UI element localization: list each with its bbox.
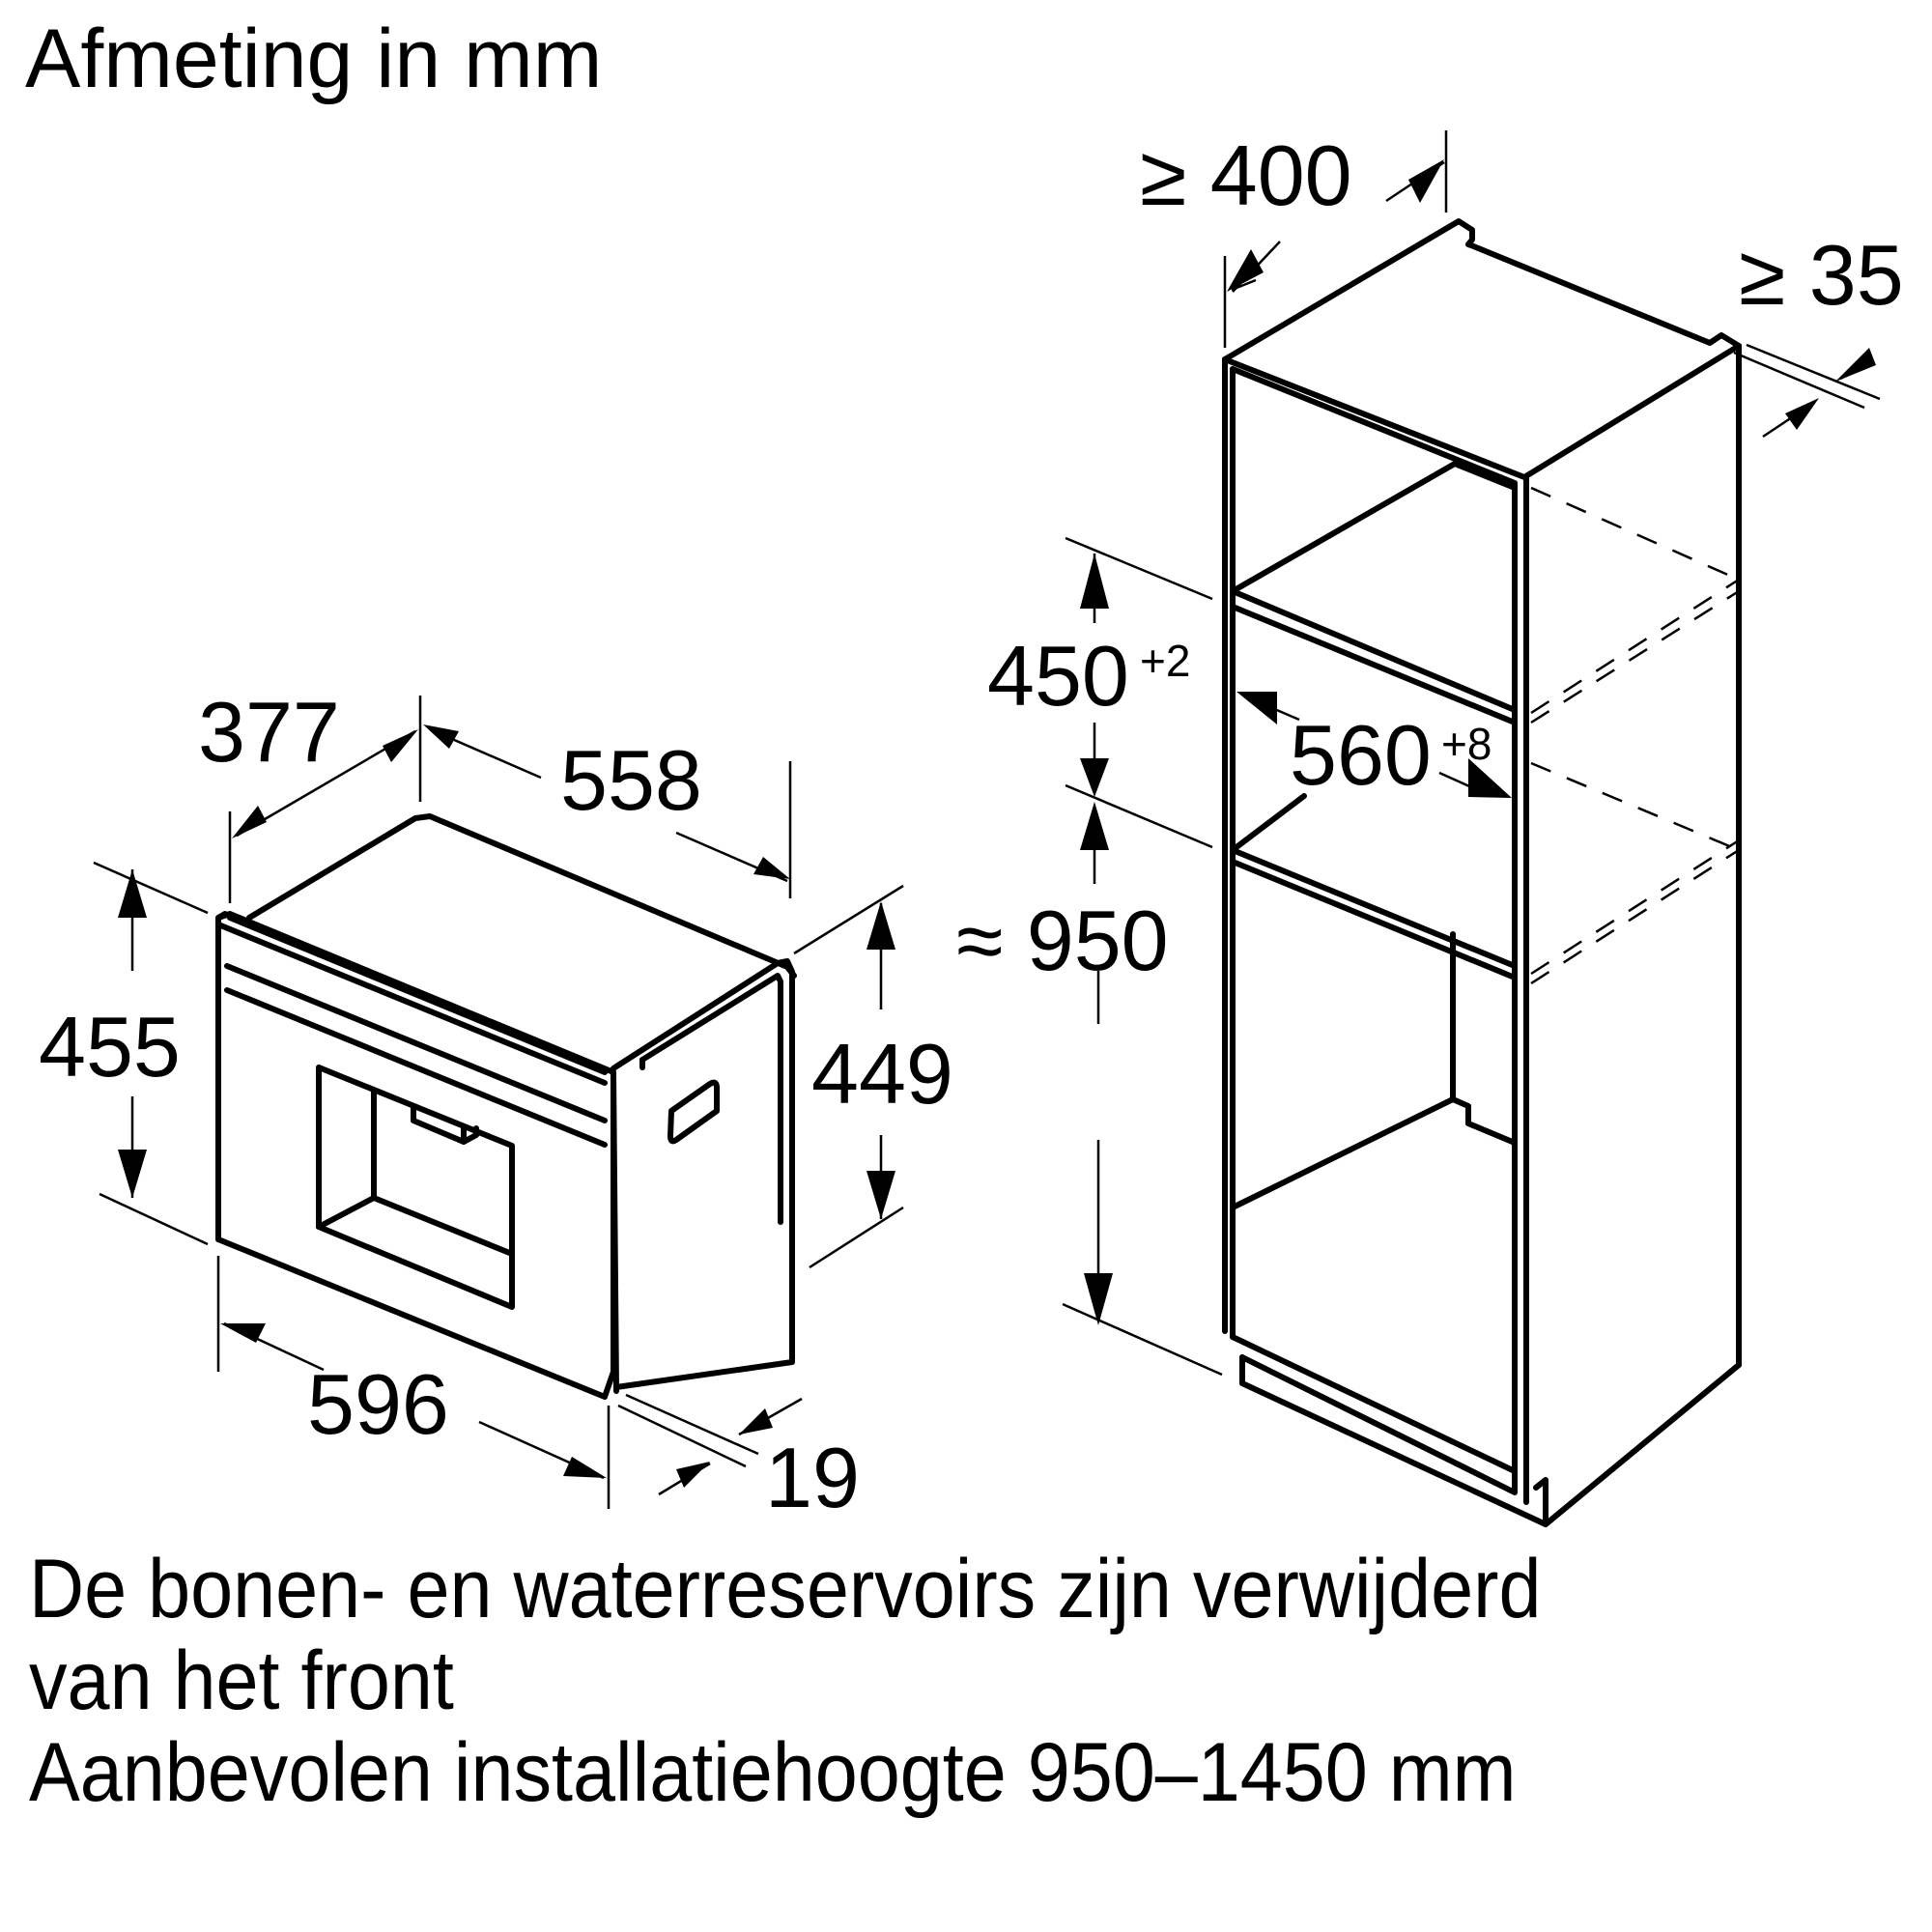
dim-front-thickness: 19: [765, 1430, 860, 1525]
dim-height-body: 449: [811, 1026, 953, 1122]
dim-niche-width-tolerance: +8: [1441, 719, 1492, 769]
appliance-drawing: 377 558 455 449 596 19: [39, 684, 953, 1525]
dim-niche-width: 560: [1290, 707, 1432, 803]
dim-rear-gap: ≥ 35: [1739, 227, 1904, 323]
notes-block: De bonen- en waterreservoirs zijn verwij…: [29, 1544, 1541, 1819]
dim-niche-height-tolerance: +2: [1140, 636, 1190, 686]
note-line-2: van het front: [29, 1634, 454, 1727]
cabinet-drawing: ≥ 400 ≥ 35 450 +2 560 +8 ≈ 950: [956, 128, 1904, 1527]
dim-height-front: 455: [39, 999, 181, 1094]
dim-depth-front: 377: [198, 684, 340, 780]
note-line-1: De bonen- en waterreservoirs zijn verwij…: [29, 1543, 1542, 1635]
dim-width: 596: [307, 1356, 449, 1452]
dim-install-height: ≈ 950: [956, 893, 1169, 988]
note-line-3: Aanbevolen installatiehoogte 950–1450 mm: [29, 1726, 1517, 1819]
dim-niche-height: 450: [987, 628, 1129, 724]
page-title: Afmeting in mm: [25, 13, 603, 105]
dim-cabinet-depth: ≥ 400: [1140, 128, 1352, 223]
dim-depth-total: 558: [560, 732, 702, 828]
